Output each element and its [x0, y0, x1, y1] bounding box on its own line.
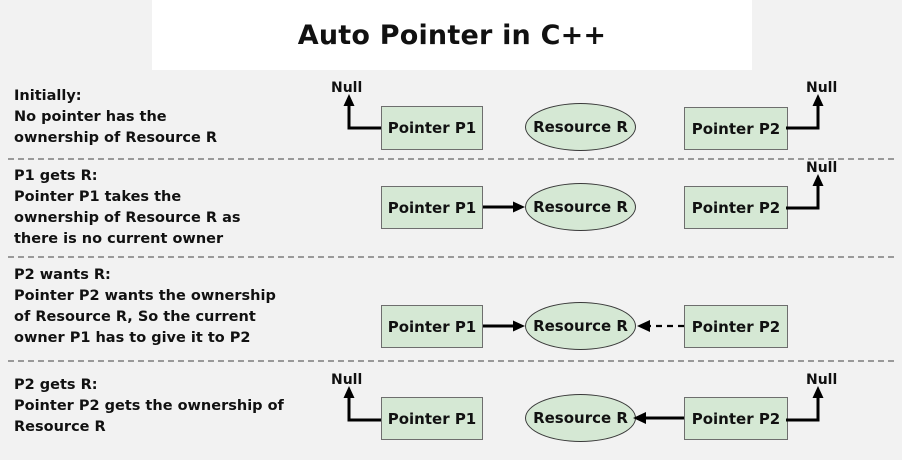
ownership-arrow-p1-to-r-row3	[483, 320, 525, 332]
null-label-p2-row4: Null	[806, 372, 838, 388]
pointer-p2-box-row2[interactable]: Pointer P2	[684, 186, 788, 229]
pointer-p2-box-row4[interactable]: Pointer P2	[684, 397, 788, 440]
pointer-p2-label-row3: Pointer P2	[691, 317, 781, 336]
pointer-p1-box-row4[interactable]: Pointer P1	[381, 397, 483, 440]
null-label-p1-row1: Null	[331, 80, 363, 96]
pointer-p1-box-row1[interactable]: Pointer P1	[381, 106, 483, 150]
resource-r-label-row3: Resource R	[533, 317, 628, 335]
section-divider-3	[8, 360, 894, 362]
pointer-p2-label-row2: Pointer P2	[691, 198, 781, 217]
pointer-p2-label-row4: Pointer P2	[691, 409, 781, 428]
resource-r-label-row1: Resource R	[533, 118, 628, 136]
pointer-p2-box-row3[interactable]: Pointer P2	[684, 305, 788, 348]
pointer-p2-label-row1: Pointer P2	[691, 119, 781, 138]
section-divider-1	[8, 158, 894, 160]
null-arrow-p2-row1	[786, 94, 824, 130]
pointer-p1-box-row3[interactable]: Pointer P1	[381, 305, 483, 348]
title-card: Auto Pointer in C++	[152, 0, 752, 70]
resource-r-label-row4: Resource R	[533, 409, 628, 427]
pointer-p1-label-row2: Pointer P1	[387, 198, 477, 217]
null-label-p2-row2: Null	[806, 160, 838, 176]
pointer-p2-box-row1[interactable]: Pointer P2	[684, 107, 788, 150]
null-arrow-p2-row4	[786, 386, 824, 422]
pointer-p1-label-row1: Pointer P1	[387, 119, 477, 137]
section-divider-2	[8, 256, 894, 258]
resource-r-ellipse-row2[interactable]: Resource R	[525, 183, 636, 231]
ownership-arrow-p2-to-r-row4	[633, 412, 684, 424]
resource-r-ellipse-row1[interactable]: Resource R	[525, 103, 636, 151]
step-description-p1-gets-r: P1 gets R: Pointer P1 takes the ownershi…	[14, 168, 241, 247]
pointer-p1-label-row4: Pointer P1	[387, 409, 477, 428]
pointer-p1-label-row3: Pointer P1	[387, 317, 477, 336]
step-description-initially: Initially: No pointer has the ownership …	[14, 88, 218, 146]
step-description-p2-gets-r: P2 gets R: Pointer P2 gets the ownership…	[14, 377, 284, 435]
null-label-p1-row4: Null	[331, 372, 363, 388]
pointer-p1-box-row2[interactable]: Pointer P1	[381, 186, 483, 229]
null-arrow-p2-row2	[786, 174, 824, 210]
step-description-p2-wants-r: P2 wants R: Pointer P2 wants the ownersh…	[14, 267, 276, 346]
null-label-p2-row1: Null	[806, 80, 838, 96]
ownership-arrow-p1-to-r-row2	[483, 201, 525, 213]
resource-r-ellipse-row4[interactable]: Resource R	[525, 394, 636, 442]
page-title: Auto Pointer in C++	[297, 19, 607, 51]
resource-r-ellipse-row3[interactable]: Resource R	[525, 302, 636, 350]
resource-r-label-row2: Resource R	[533, 198, 628, 216]
request-arrow-p2-to-r-row3	[637, 320, 684, 332]
